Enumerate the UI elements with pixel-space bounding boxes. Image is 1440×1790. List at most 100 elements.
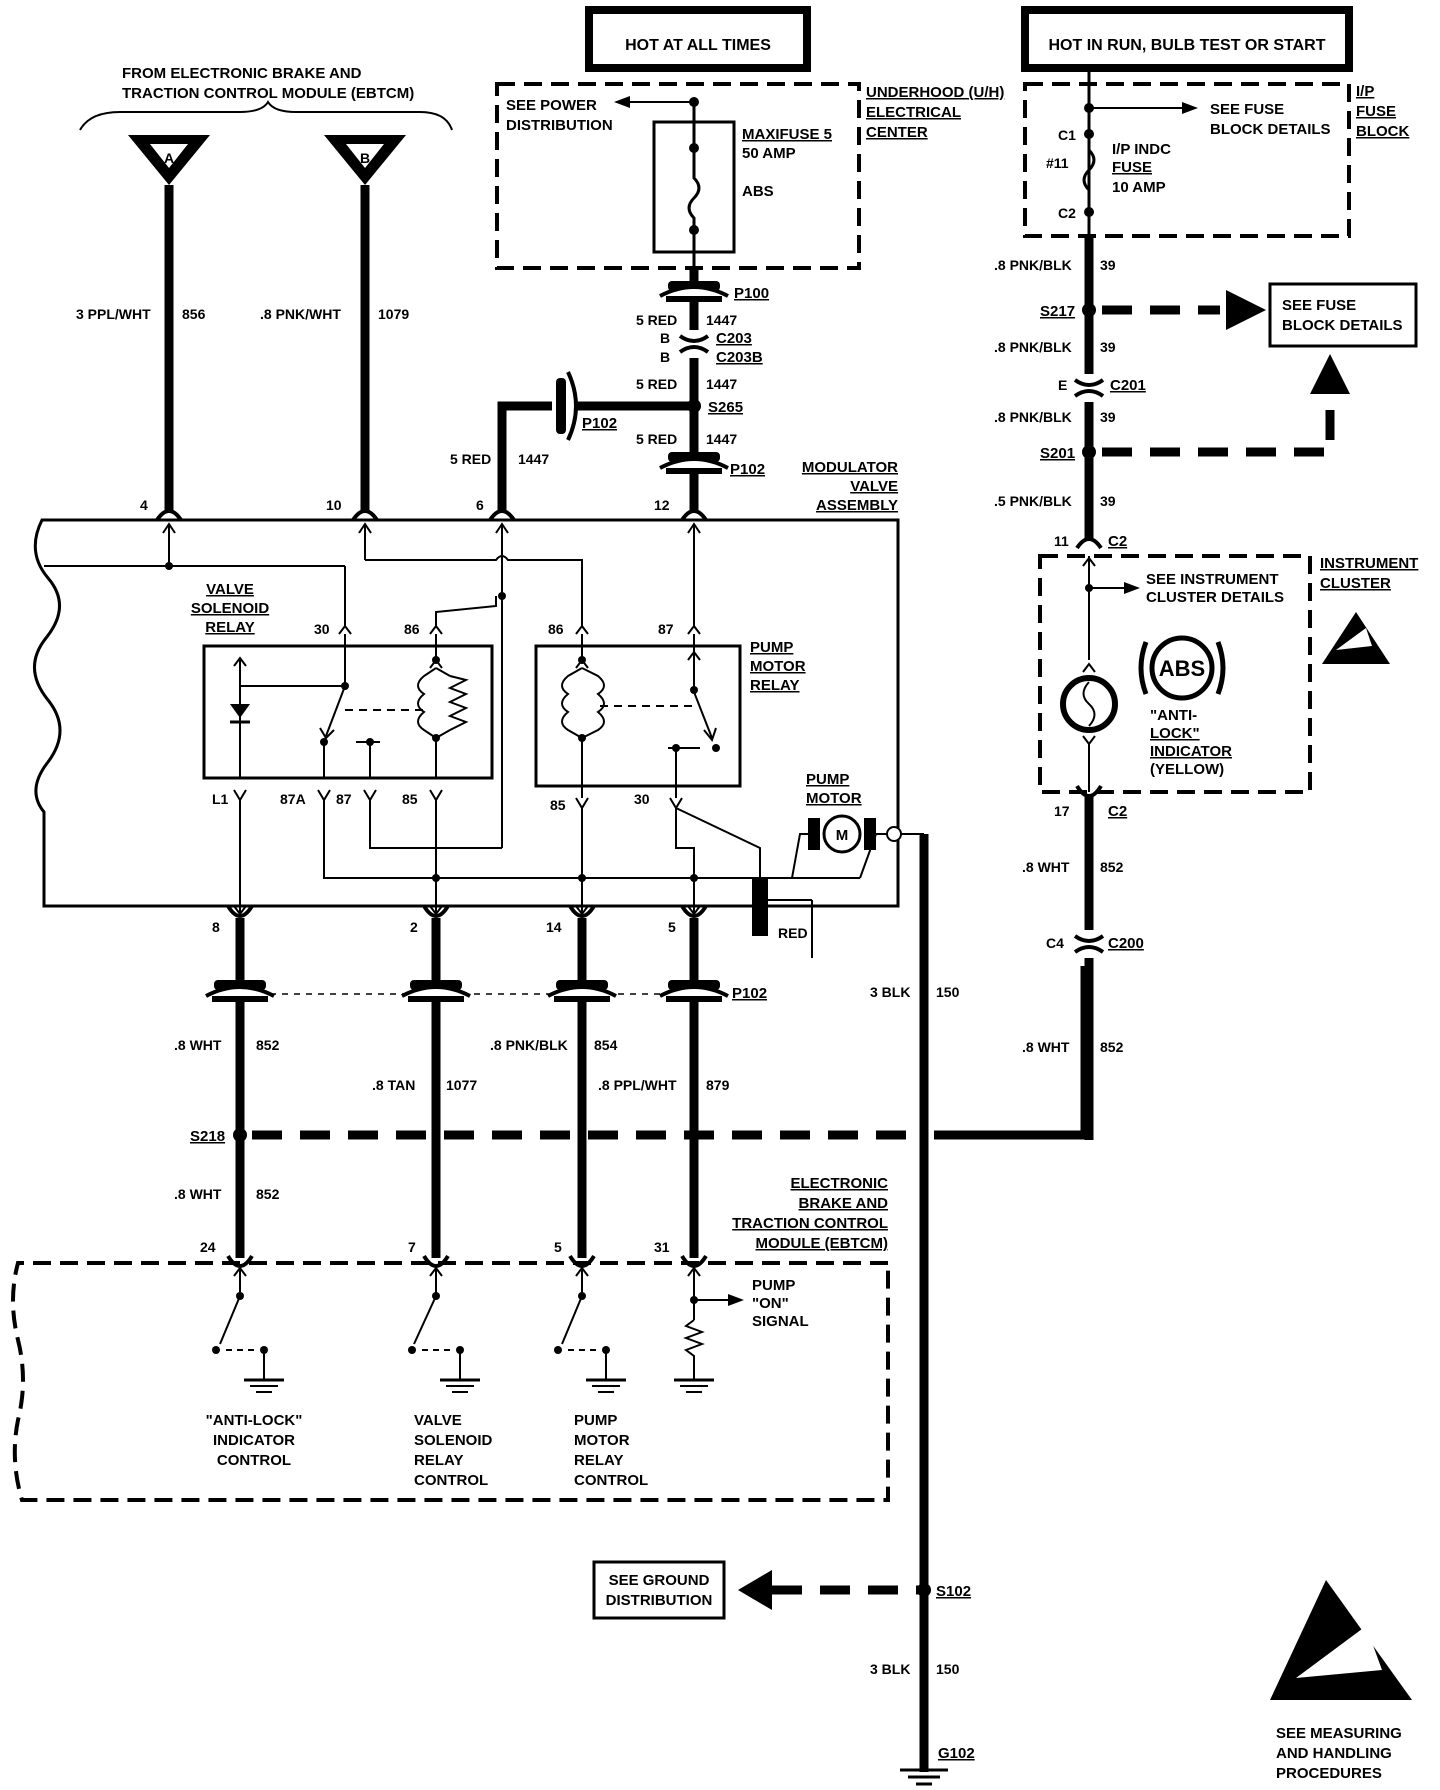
wire-852b-color: .8 WHT bbox=[1022, 1039, 1070, 1055]
pin-top-4: 4 bbox=[140, 497, 148, 513]
ebtcm-source-label: FROM ELECTRONIC BRAKE AND TRACTION CONTR… bbox=[79, 65, 453, 131]
pump-on-line1: PUMP bbox=[752, 1277, 795, 1294]
wire-39b-color: .8 PNK/BLK bbox=[994, 339, 1072, 355]
pin-bot-5: 5 bbox=[668, 919, 676, 935]
vs-pin-l1: L1 bbox=[212, 791, 229, 807]
ip-fuse-block: I/P FUSE BLOCK SEE FUSE BLOCK DETAILS C1… bbox=[1023, 68, 1409, 238]
wire-1447d-circuit: 1447 bbox=[518, 451, 549, 467]
ebtcm-source-line1: FROM ELECTRONIC BRAKE AND bbox=[122, 65, 362, 82]
wire-852b-circuit: 852 bbox=[1100, 1039, 1124, 1055]
pump-on-line3: SIGNAL bbox=[752, 1313, 809, 1330]
motor-label: M bbox=[836, 827, 849, 844]
c201-label: C201 bbox=[1110, 377, 1146, 394]
see-cluster-arrow bbox=[1124, 582, 1140, 594]
terminal-a-label: A bbox=[164, 150, 174, 166]
wire-150a-color: 3 BLK bbox=[870, 984, 910, 1000]
header-hot-at-all-times: HOT AT ALL TIMES bbox=[585, 6, 811, 72]
pin-top-6: 6 bbox=[476, 497, 484, 513]
ebtcm-module: ELECTRONIC BRAKE AND TRACTION CONTROL MO… bbox=[11, 1175, 890, 1502]
wire-39b-circuit: 39 bbox=[1100, 339, 1116, 355]
wire-150b-circuit: 150 bbox=[936, 1661, 960, 1677]
vs-control-line2: SOLENOID bbox=[414, 1432, 493, 1449]
vs-pin-87: 87 bbox=[336, 791, 352, 807]
c2-bottom-label: C2 bbox=[1108, 803, 1127, 820]
wire-856-color: 3 PPL/WHT bbox=[76, 306, 151, 322]
s218-label: S218 bbox=[190, 1128, 225, 1145]
connector-p102-top: P102 bbox=[659, 452, 765, 478]
wire-879-circuit: 879 bbox=[706, 1077, 730, 1093]
red-label: RED bbox=[778, 925, 808, 941]
wire-39c-circuit: 39 bbox=[1100, 409, 1116, 425]
c2-top-label: C2 bbox=[1108, 533, 1127, 550]
ip-fuse-title1: I/P bbox=[1356, 83, 1374, 100]
vs-control-line4: CONTROL bbox=[414, 1472, 488, 1489]
indicator-line1: "ANTI- bbox=[1150, 707, 1197, 724]
pm-control-line2: MOTOR bbox=[574, 1432, 630, 1449]
ebtcm-switch-pump-motor bbox=[554, 1266, 626, 1393]
pump-on-arrow bbox=[728, 1294, 744, 1306]
indicator-line4: (YELLOW) bbox=[1150, 761, 1224, 778]
ebtcm-pin-5: 5 bbox=[554, 1239, 562, 1255]
ip-fuse-rating: 10 AMP bbox=[1112, 179, 1166, 196]
vs-relay-label1: VALVE bbox=[206, 581, 254, 598]
cluster-title2: CLUSTER bbox=[1320, 575, 1391, 592]
ground-line1: SEE GROUND bbox=[609, 1572, 710, 1589]
wire-1447a-circuit: 1447 bbox=[706, 312, 737, 328]
connector-p102-side: P102 bbox=[556, 371, 617, 441]
pm-pin-86: 86 bbox=[548, 621, 564, 637]
pin-bot-8: 8 bbox=[212, 919, 220, 935]
anti-lock-control-line1: "ANTI-LOCK" bbox=[206, 1412, 303, 1429]
header-hot-at-all-times-text: HOT AT ALL TIMES bbox=[625, 37, 771, 54]
wire-879-color: .8 PPL/WHT bbox=[598, 1077, 677, 1093]
see-power-line1: SEE POWER bbox=[506, 97, 597, 114]
wire-39d-color: .5 PNK/BLK bbox=[994, 493, 1072, 509]
pm-relay-label2: MOTOR bbox=[750, 658, 806, 675]
pm-relay-label3: RELAY bbox=[750, 677, 799, 694]
maxifuse-name: MAXIFUSE 5 bbox=[742, 126, 832, 143]
wire-1079-color: .8 PNK/WHT bbox=[260, 306, 341, 322]
terminal-b-label: B bbox=[360, 150, 370, 166]
vs-control-line3: RELAY bbox=[414, 1452, 463, 1469]
connector-c200: C4 C200 bbox=[1046, 930, 1144, 958]
wire-1447c-color: 5 RED bbox=[636, 431, 677, 447]
wire-852c-color: .8 WHT bbox=[174, 1037, 222, 1053]
ebtcm-pin-24: 24 bbox=[200, 1239, 216, 1255]
connector-p102-bottom: P102 bbox=[205, 980, 767, 1002]
c203-label: C203 bbox=[716, 330, 752, 347]
ip-fuse-c2: C2 bbox=[1058, 205, 1076, 221]
pm-pin-85: 85 bbox=[550, 797, 566, 813]
wire-852a-circuit: 852 bbox=[1100, 859, 1124, 875]
s217-label: S217 bbox=[1040, 303, 1075, 320]
see-power-line2: DISTRIBUTION bbox=[506, 117, 613, 134]
ip-fuse-title3: BLOCK bbox=[1356, 123, 1409, 140]
pump-on-line2: "ON" bbox=[752, 1295, 789, 1312]
bottom-pins: 8 2 14 5 bbox=[212, 904, 708, 935]
ebtcm-title1: ELECTRONIC bbox=[791, 1175, 889, 1192]
underhood-electrical-center: UNDERHOOD (U/H) ELECTRICAL CENTER SEE PO… bbox=[495, 82, 1004, 270]
wire-1077-circuit: 1077 bbox=[446, 1077, 477, 1093]
esd-line2: AND HANDLING bbox=[1276, 1745, 1392, 1762]
underhood-title2: ELECTRICAL bbox=[866, 104, 961, 121]
red-resistor bbox=[752, 878, 768, 936]
see-fuse-inner-line1: SEE FUSE bbox=[1210, 101, 1284, 118]
vs-pin-87a: 87A bbox=[280, 791, 306, 807]
pm-pin-87: 87 bbox=[658, 621, 674, 637]
top-pins: 4 10 6 12 bbox=[140, 497, 708, 522]
indicator-line2: LOCK" bbox=[1150, 725, 1200, 742]
see-cluster-line1: SEE INSTRUMENT bbox=[1146, 571, 1279, 588]
splice-s218 bbox=[233, 1128, 247, 1142]
p102-bottom-label: P102 bbox=[732, 985, 767, 1002]
ebtcm-title3: TRACTION CONTROL bbox=[732, 1215, 888, 1232]
motor-symbol bbox=[822, 814, 862, 854]
esd-line3: PROCEDURES bbox=[1276, 1765, 1382, 1782]
s201-arrow bbox=[1310, 354, 1350, 394]
maxifuse-circuit: ABS bbox=[742, 183, 774, 200]
c203-pin-b: B bbox=[660, 330, 670, 346]
modulator-title3: ASSEMBLY bbox=[816, 497, 898, 514]
ip-fuse-c1: C1 bbox=[1058, 127, 1076, 143]
modulator-valve-assembly: MODULATOR VALVE ASSEMBLY 4 10 6 12 bbox=[33, 459, 902, 958]
ip-fuse-title2: FUSE bbox=[1356, 103, 1396, 120]
modulator-internal-wiring bbox=[44, 522, 701, 848]
ebtcm-switch-valve-solenoid bbox=[408, 1266, 480, 1393]
anti-lock-control-line2: INDICATOR bbox=[213, 1432, 295, 1449]
